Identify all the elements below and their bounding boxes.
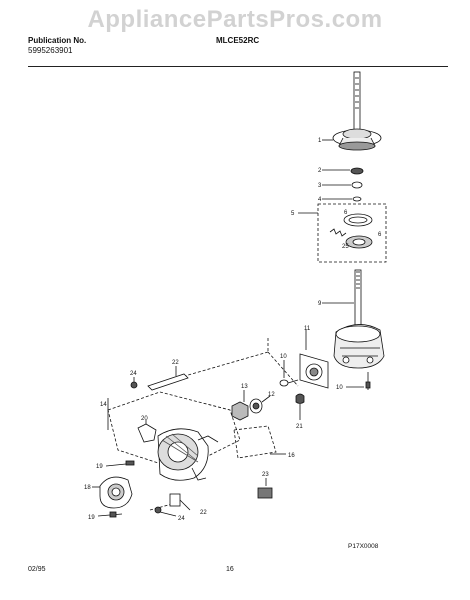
header-rule — [28, 66, 448, 67]
diagram-code: P17X0008 — [348, 543, 379, 550]
callout-19b: 19 — [88, 515, 95, 521]
callout-4: 4 — [318, 197, 322, 203]
callout-18: 18 — [84, 485, 91, 491]
agitator-shaft-top — [353, 71, 361, 133]
watermark-text: AppliancePartsPros.com — [87, 6, 383, 33]
callout-5: 5 — [291, 211, 295, 217]
callout-24a: 24 — [130, 371, 137, 377]
callout-25: 25 — [342, 244, 349, 250]
callout-16: 16 — [288, 453, 295, 459]
publication-label: Publication No. — [28, 36, 87, 45]
part-9-shaft — [351, 269, 365, 333]
footer-date: 02/95 — [28, 566, 46, 573]
callout-2: 2 — [318, 168, 322, 174]
callout-1: 1 — [318, 138, 322, 144]
model-number: MLCE52RC — [216, 36, 260, 45]
footer-page: 16 — [226, 566, 234, 573]
callout-22a: 22 — [172, 360, 179, 366]
callout-22b: 22 — [200, 510, 207, 516]
callout-24b: 24 — [178, 516, 185, 522]
callout-6a: 6 — [344, 210, 348, 216]
callout-10b: 10 — [336, 385, 343, 391]
publication-number: 5995263901 — [28, 46, 73, 55]
part-18-pump — [99, 476, 133, 509]
part-1-hub — [332, 128, 382, 151]
callout-14: 14 — [100, 402, 107, 408]
callout-23: 23 — [262, 472, 269, 478]
callout-13: 13 — [241, 384, 248, 390]
callout-20: 20 — [141, 416, 148, 422]
callout-9: 9 — [318, 301, 322, 307]
part-11-gearcase — [333, 324, 385, 369]
callout-labels: 1 2 3 4 5 6 6 25 9 11 10 10 22 24 13 12 … — [84, 138, 382, 522]
motor — [157, 428, 219, 481]
callout-21: 21 — [296, 424, 303, 430]
callout-6b: 6 — [378, 232, 382, 238]
callout-12: 12 — [268, 392, 275, 398]
callout-11: 11 — [304, 326, 311, 332]
callout-19a: 19 — [96, 464, 103, 470]
callout-10a: 10 — [280, 354, 287, 360]
callout-3: 3 — [318, 183, 322, 189]
